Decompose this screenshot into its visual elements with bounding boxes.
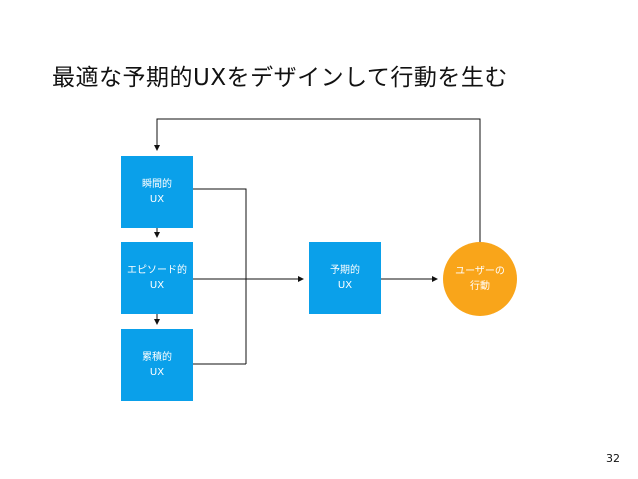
- feedback-loop-connector: [154, 118, 481, 242]
- episodic-ux-box: エピソード的 UX: [121, 242, 193, 314]
- instant-ux-label-line1: 瞬間的: [142, 179, 172, 190]
- expected-ux-box: 予期的 UX: [309, 242, 381, 314]
- instant-to-merge-connector: [193, 188, 247, 364]
- cumulative-ux-label-line2: UX: [149, 367, 165, 378]
- cumulative-ux-box: 累積的 UX: [121, 329, 193, 401]
- episodic-ux-label-line2: UX: [149, 280, 165, 291]
- page-number: 32: [606, 452, 620, 465]
- user-action-label-line1: ユーザーの: [455, 266, 505, 277]
- user-action-circle: ユーザーの 行動: [443, 242, 517, 316]
- expected-ux-label-line2: UX: [337, 280, 353, 291]
- user-action-label-line2: 行動: [470, 281, 490, 292]
- instant-ux-label-line2: UX: [149, 194, 165, 205]
- instant-ux-box: 瞬間的 UX: [121, 156, 193, 228]
- slide-title: 最適な予期的UXをデザインして行動を生む: [52, 65, 508, 91]
- episodic-ux-label-line1: エピソード的: [127, 265, 187, 276]
- expected-ux-label-line1: 予期的: [330, 265, 360, 276]
- cumulative-ux-label-line1: 累積的: [142, 352, 172, 363]
